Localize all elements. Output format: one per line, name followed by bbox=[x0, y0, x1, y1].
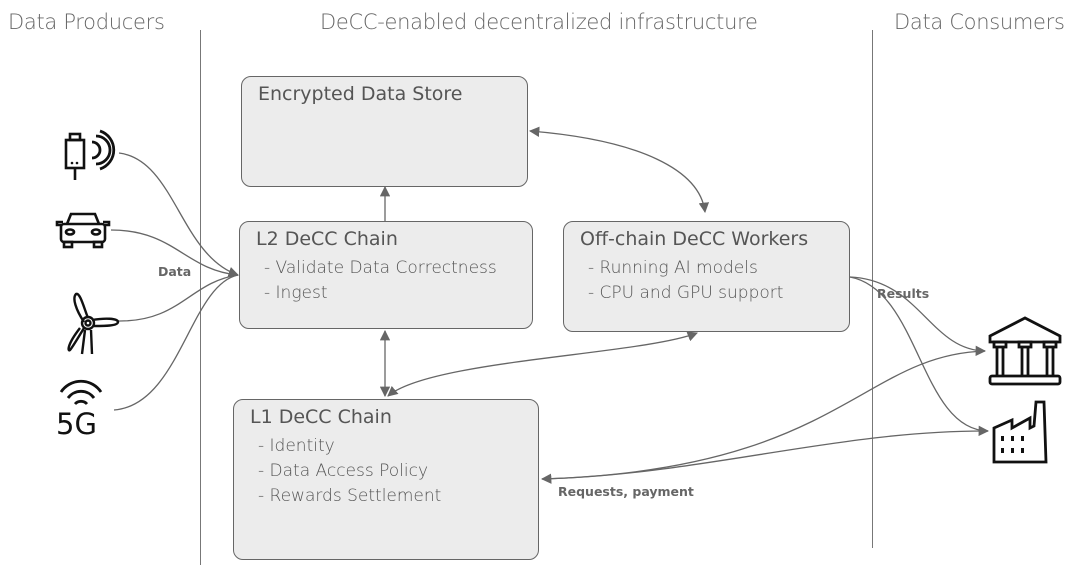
factory-to-l1 bbox=[541, 430, 989, 480]
box-items: - Validate Data Correctness - Ingest bbox=[264, 256, 497, 306]
5g-icon: 5G bbox=[56, 378, 106, 442]
encrypted-data-store-box: Encrypted Data Store bbox=[241, 76, 528, 187]
list-item: - Running AI models bbox=[588, 258, 758, 278]
car-icon bbox=[55, 212, 111, 249]
infrastructure-column-title: DeCC-enabled decentralized infrastructur… bbox=[320, 10, 758, 34]
data-flow-5g bbox=[113, 274, 239, 411]
box-items: - Identity - Data Access Policy - Reward… bbox=[258, 434, 441, 509]
store-workers-arrow bbox=[528, 126, 710, 214]
results-to-factory bbox=[849, 276, 990, 437]
box-title: Encrypted Data Store bbox=[258, 83, 463, 105]
offchain-workers-box: Off-chain DeCC Workers - Running AI mode… bbox=[563, 221, 850, 332]
data-flow-car bbox=[110, 229, 239, 276]
iot-sensor-icon bbox=[64, 129, 116, 180]
signal-waves-icon bbox=[59, 379, 103, 406]
box-title: L1 DeCC Chain bbox=[250, 406, 392, 428]
box-items: - Running AI models - CPU and GPU suppor… bbox=[588, 256, 783, 306]
list-item: - Data Access Policy bbox=[258, 461, 429, 481]
consumers-column-title: Data Consumers bbox=[894, 10, 1065, 34]
box-title: Off-chain DeCC Workers bbox=[580, 228, 809, 250]
requests-edge-label: Requests, payment bbox=[558, 484, 694, 499]
producers-divider bbox=[200, 30, 201, 565]
list-item: - Validate Data Correctness bbox=[264, 258, 497, 278]
results-edge-label: Results bbox=[877, 286, 930, 301]
list-item: - CPU and GPU support bbox=[588, 283, 784, 303]
5g-label: 5G bbox=[56, 407, 97, 441]
data-flow-turbine bbox=[117, 274, 239, 322]
list-item: - Rewards Settlement bbox=[258, 486, 442, 506]
list-item: - Ingest bbox=[264, 283, 328, 303]
l2-decc-chain-box: L2 DeCC Chain - Validate Data Correctnes… bbox=[239, 221, 533, 329]
bank-to-l1 bbox=[540, 350, 986, 484]
bank-icon bbox=[988, 316, 1062, 386]
factory-icon bbox=[992, 400, 1048, 464]
data-edge-label: Data bbox=[158, 264, 192, 279]
data-flow-sensor bbox=[118, 152, 239, 277]
workers-l1-arrow bbox=[387, 331, 698, 397]
producers-column-title: Data Producers bbox=[8, 10, 165, 34]
wind-turbine-icon bbox=[67, 292, 120, 355]
consumers-divider bbox=[872, 30, 873, 548]
results-to-bank bbox=[849, 276, 987, 357]
list-item: - Identity bbox=[258, 436, 335, 456]
l1-decc-chain-box: L1 DeCC Chain - Identity - Data Access P… bbox=[233, 399, 539, 560]
box-title: L2 DeCC Chain bbox=[256, 228, 398, 250]
